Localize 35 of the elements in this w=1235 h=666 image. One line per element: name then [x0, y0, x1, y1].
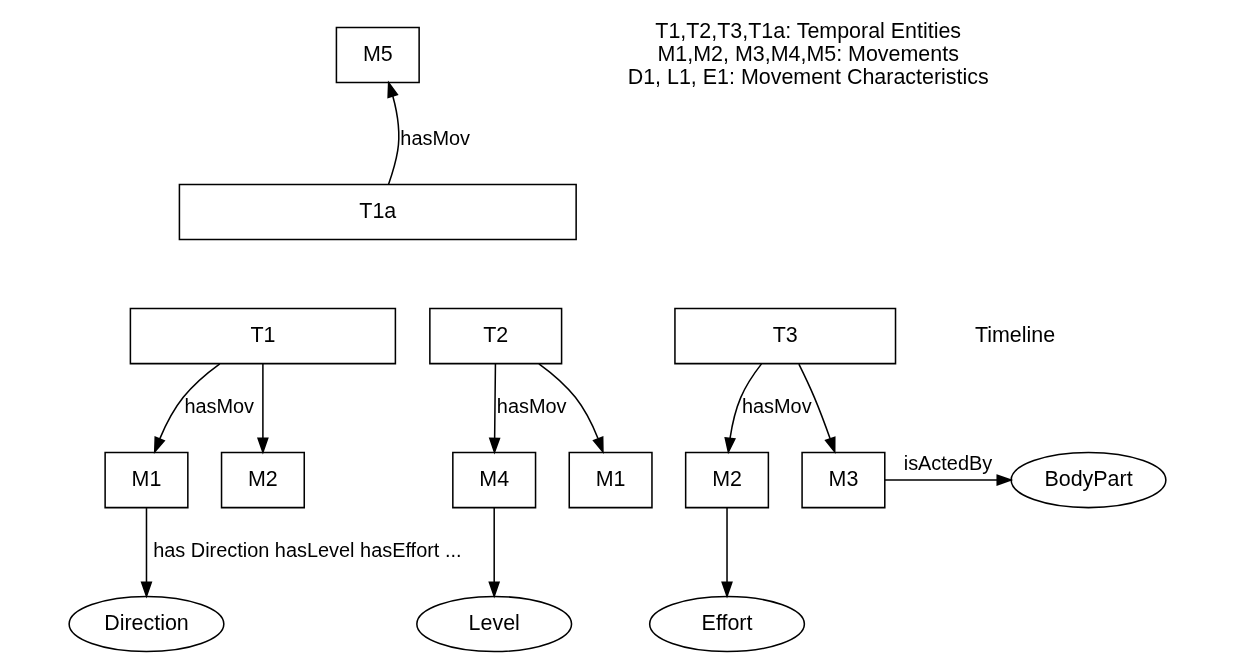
node-ellipse: BodyPart — [1010, 451, 1167, 509]
label: Timeline — [974, 322, 1056, 347]
arrow — [724, 363, 763, 455]
arrow — [153, 363, 221, 454]
node-box: M2 — [220, 451, 305, 509]
edge-label: hasMov — [741, 395, 812, 418]
arrow — [387, 80, 400, 185]
edge-label: hasMov — [496, 395, 567, 418]
node-ellipse: Effort — [648, 595, 806, 653]
arrow — [798, 363, 836, 455]
node-box: T3 — [674, 307, 897, 365]
edge-label: isActedBy — [903, 451, 993, 474]
arrow — [884, 474, 1014, 486]
node-box: T1 — [129, 307, 397, 365]
node-box: M1 — [104, 451, 189, 509]
label: D1, L1, E1: Movement Characteristics — [627, 64, 989, 89]
node-box: M3 — [801, 451, 886, 509]
node-box: M2 — [684, 451, 770, 509]
edge-label: hasMov — [400, 127, 471, 150]
node-ellipse: Level — [416, 595, 573, 653]
arrow — [538, 363, 604, 454]
edge-label: hasMov — [184, 395, 255, 418]
node-ellipse: Direction — [68, 595, 225, 653]
arrow — [721, 507, 733, 599]
node-box: T2 — [429, 307, 563, 365]
node-box: M4 — [452, 451, 537, 509]
node-box: M1 — [568, 451, 653, 509]
arrow — [140, 507, 153, 599]
arrow — [257, 363, 269, 455]
node-box: M5 — [335, 26, 420, 84]
arrow — [488, 363, 501, 455]
node-box: T1a — [178, 183, 577, 241]
label: T1,T2,T3,T1a: Temporal Entities — [655, 18, 962, 43]
edge-label: has Direction hasLevel hasEffort ... — [153, 539, 462, 562]
arrow — [488, 507, 501, 599]
